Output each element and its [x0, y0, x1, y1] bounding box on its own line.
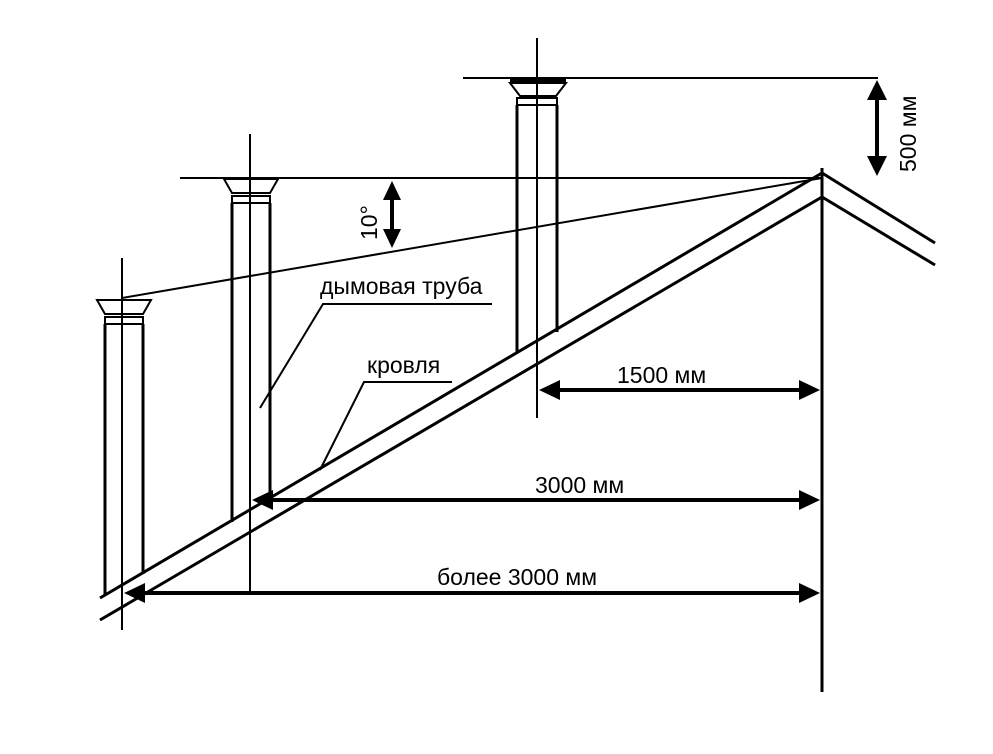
- chimney-left-collar: [104, 316, 144, 325]
- dimension-3000mm: [252, 490, 820, 510]
- dimension-500mm: [867, 80, 887, 176]
- dimension-10deg: [383, 181, 401, 248]
- chimney-leader-line: [259, 303, 492, 409]
- chimney-middle-cap: [222, 178, 280, 194]
- dist-more-3000-label: более 3000 мм: [437, 564, 597, 590]
- dist-1500-label: 1500 мм: [617, 362, 706, 388]
- angle-10-label: 10°: [356, 205, 382, 240]
- chimney-left: [95, 258, 153, 630]
- chimney-middle: [222, 134, 280, 592]
- height-500-label: 500 мм: [895, 96, 921, 172]
- dist-3000-label: 3000 мм: [535, 472, 624, 498]
- chimney-right-cap: [507, 82, 569, 97]
- chimney-right: [507, 38, 569, 418]
- dimension-more-3000mm: [124, 583, 820, 603]
- roof-label: кровля: [367, 352, 440, 378]
- chimney-left-cap: [95, 299, 153, 315]
- chimney-middle-collar: [231, 195, 271, 204]
- dimension-1500mm: [539, 380, 820, 400]
- chimney-label: дымовая труба: [320, 273, 483, 299]
- ten-degree-line: [121, 177, 823, 299]
- chimney-right-top-plate: [510, 78, 566, 83]
- chimney-right-collar: [516, 97, 558, 106]
- roof-leader-line: [319, 381, 452, 471]
